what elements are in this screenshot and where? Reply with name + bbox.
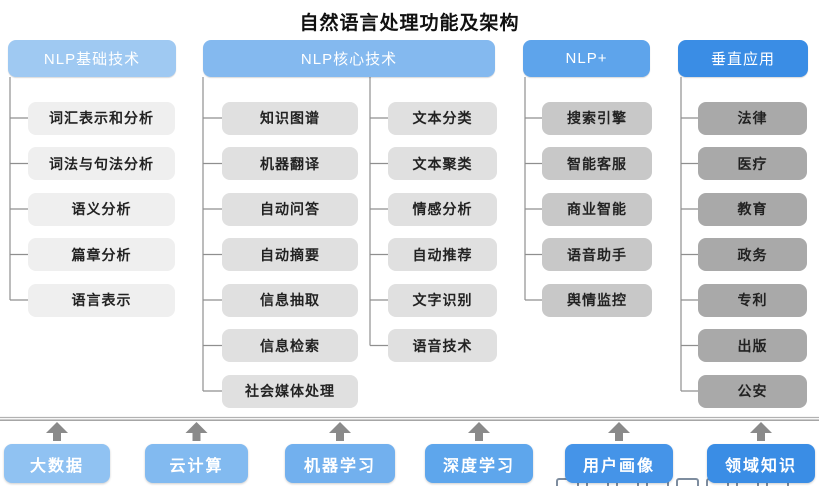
diagram-title: 自然语言处理功能及架构	[299, 13, 520, 34]
foundation-box-1: 云计算	[145, 444, 248, 483]
nlp-core-node-1-5: 语音技术	[388, 329, 497, 362]
column-header-vertical-apps: 垂直应用	[678, 40, 808, 77]
nlp-basic-node-0-1: 词法与句法分析	[28, 147, 175, 180]
nlp-core-node-0-6: 社会媒体处理	[222, 374, 358, 408]
up-arrow-icon	[185, 422, 208, 433]
nlp-basic-node-0-4: 语言表示	[28, 283, 175, 317]
nlp-plus-node-0-3: 语音助手	[542, 238, 652, 271]
nlp-basic-node-0-3: 篇章分析	[28, 238, 175, 271]
vertical-apps-node-0-4: 专利	[698, 283, 807, 317]
up-arrow-icon	[468, 422, 490, 433]
nlp-core-node-1-2: 情感分析	[388, 192, 497, 226]
foundation-box-2: 机器学习	[285, 444, 395, 483]
foundation-box-0: 大数据	[4, 444, 110, 483]
vertical-apps-node-0-6: 公安	[698, 374, 807, 408]
vertical-apps-node-0-5: 出版	[698, 329, 807, 362]
nlp-basic-node-0-2: 语义分析	[28, 192, 175, 226]
up-arrow-icon	[750, 422, 772, 433]
nlp-basic-node-0-0: 词汇表示和分析	[28, 101, 175, 135]
vertical-apps-node-0-2: 教育	[698, 192, 807, 226]
nlp-plus-node-0-1: 智能客服	[542, 147, 652, 180]
column-header-nlp-core: NLP核心技术	[203, 40, 495, 77]
nlp-plus-node-0-0: 搜索引擎	[542, 101, 652, 135]
up-arrow-icon	[46, 422, 68, 433]
nlp-core-node-0-2: 自动问答	[222, 192, 358, 226]
nlp-core-node-1-1: 文本聚类	[388, 147, 497, 180]
foundation-box-4: 用户画像	[565, 444, 673, 483]
up-arrow-icon	[329, 422, 351, 433]
up-arrow-icon	[608, 422, 630, 433]
nlp-core-node-1-3: 自动推荐	[388, 238, 497, 271]
nlp-core-node-0-1: 机器翻译	[222, 147, 358, 180]
vertical-apps-node-0-3: 政务	[698, 238, 807, 271]
nlp-core-node-0-4: 信息抽取	[222, 283, 358, 317]
nlp-plus-node-0-4: 舆情监控	[542, 283, 652, 317]
nlp-core-node-0-5: 信息检索	[222, 329, 358, 362]
vertical-apps-node-0-0: 法律	[698, 101, 807, 135]
nlp-core-node-0-0: 知识图谱	[222, 101, 358, 135]
nlp-plus-node-0-2: 商业智能	[542, 192, 652, 226]
column-header-nlp-basic: NLP基础技术	[8, 40, 176, 77]
vertical-apps-node-0-1: 医疗	[698, 147, 807, 180]
nlp-core-node-1-0: 文本分类	[388, 101, 497, 135]
column-header-nlp-plus: NLP+	[523, 40, 650, 77]
nlp-core-node-1-4: 文字识别	[388, 283, 497, 317]
foundation-box-5: 领域知识	[707, 444, 815, 483]
nlp-core-node-0-3: 自动摘要	[222, 238, 358, 271]
foundation-box-3: 深度学习	[425, 444, 533, 483]
